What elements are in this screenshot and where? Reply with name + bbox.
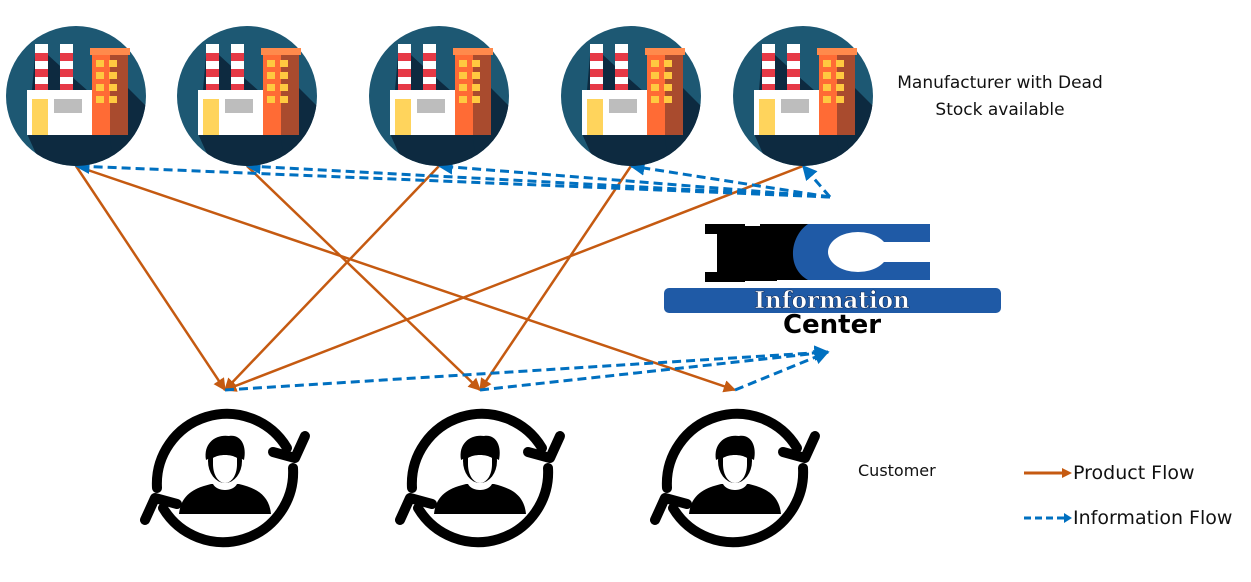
edges-layer (74, 159, 832, 393)
information-flow-customer-1-to-ic (224, 345, 830, 392)
product-flow-manufacturer-4-to-customer-2 (478, 165, 633, 392)
product-flow-manufacturer-3-to-customer-1 (224, 165, 440, 391)
manufacturer-label-line2: Stock available (935, 100, 1065, 120)
customer-3-node (655, 414, 815, 542)
nodes-layer (6, 26, 883, 542)
information-flow-customer-3-to-ic (734, 350, 830, 392)
information-flow-ic-to-manufacturer-5 (801, 164, 832, 198)
legend: Product Flow Information Flow (1022, 458, 1232, 548)
information-flow-customer-2-to-ic (479, 346, 830, 392)
information-flow-ic-to-manufacturer-4 (629, 160, 831, 199)
dashed-arrow-icon (1024, 513, 1072, 523)
product-flow-manufacturer-5-to-customer-1 (223, 164, 804, 392)
manufacturer-4-node (561, 26, 711, 176)
customer-label: Customer (858, 461, 936, 480)
legend-item-information-flow: Information Flow (1022, 503, 1232, 533)
legend-item-product-flow: Product Flow (1022, 458, 1232, 488)
customer-1-node (145, 414, 305, 542)
legend-label-information-flow: Information Flow (1073, 507, 1233, 529)
solid-arrow-icon (1024, 468, 1072, 478)
product-flow-manufacturer-1-to-customer-3 (75, 164, 737, 393)
manufacturer-label-line1: Manufacturer with Dead (897, 73, 1103, 93)
product-flow-manufacturer-2-to-customer-2 (246, 165, 481, 391)
manufacturer-3-node (369, 26, 519, 176)
information-flow-ic-to-manufacturer-2 (245, 159, 831, 199)
information-flow-ic-to-manufacturer-3 (437, 159, 831, 199)
manufacturer-2-node (177, 26, 327, 176)
logo-line1: Information (754, 287, 910, 314)
legend-label-product-flow: Product Flow (1073, 462, 1195, 484)
manufacturer-label: Manufacturer with Dead Stock available (880, 70, 1120, 124)
customer-2-node (400, 414, 560, 542)
manufacturer-5-node (733, 26, 883, 176)
product-flow-manufacturer-1-to-customer-1 (74, 165, 227, 392)
information-center-logo: Information Center (664, 224, 1001, 340)
logo-line2: Center (783, 310, 881, 340)
manufacturer-1-node (6, 26, 156, 176)
